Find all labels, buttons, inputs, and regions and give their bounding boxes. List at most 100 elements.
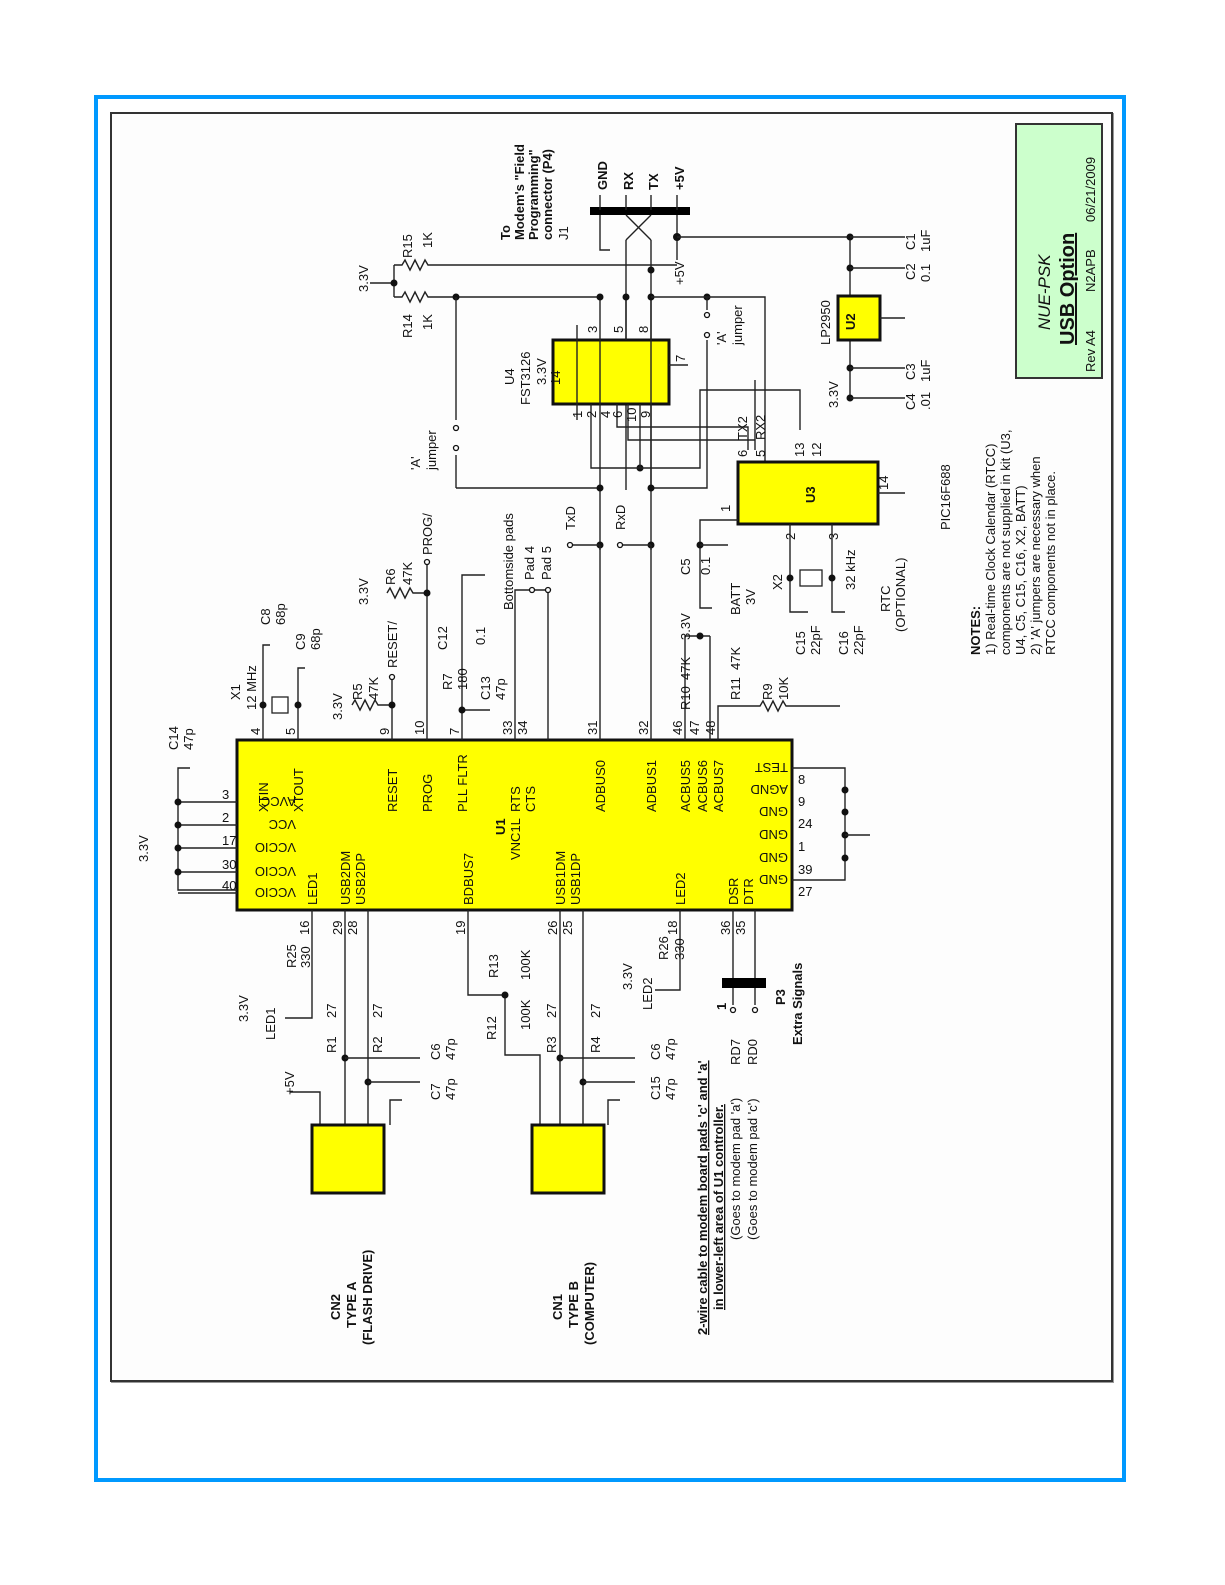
cn1-type: TYPE B [566, 1281, 581, 1328]
u4-ref: U4 [502, 368, 517, 385]
j1-ref: J1 [556, 226, 571, 240]
u1-pin-number: 9 [377, 728, 392, 735]
u3-ref: U3 [803, 486, 818, 503]
u1-pin-number: 19 [453, 921, 468, 935]
r5-ref: R5 [350, 683, 365, 700]
u1-pin-number: 28 [345, 921, 360, 935]
cn2-5v: +5V [282, 1071, 297, 1095]
r15-value: 1K [420, 232, 435, 248]
p3-pin1: 1 [714, 1003, 729, 1010]
u1-pin-name: ACBUS6 [695, 760, 710, 812]
r4-value: 27 [588, 1004, 603, 1018]
usb-section: CN2 TYPE A (FLASH DRIVE) CN1 TYPE B (COM… [236, 910, 805, 1345]
j1-label-line: connector (P4) [540, 149, 555, 240]
c7-ref: C15 [648, 1076, 663, 1100]
txd-net: TxD [563, 506, 578, 530]
u4-pin: 9 [638, 411, 653, 418]
batt-value: 3V [743, 589, 758, 605]
led2-33v: 3.3V [620, 963, 635, 990]
u1-pin-number: 5 [283, 728, 298, 735]
jumper-label: jumper [424, 430, 439, 471]
cable-note-3: (Goes to modem pad 'a') [728, 1098, 743, 1240]
jumper-a-label: 'A' [408, 456, 423, 470]
r14r15-33v: 3.3V [356, 265, 371, 292]
r1-value: 27 [324, 1004, 339, 1018]
c1-label: C1 [903, 233, 918, 250]
r5-value: 47K [366, 677, 381, 700]
u2-33v: 3.3V [826, 381, 841, 408]
r14-value: 1K [420, 314, 435, 330]
u2-ref: U2 [843, 313, 858, 330]
u1-pin-name: ADBUS0 [593, 760, 608, 812]
r6-ref: R6 [383, 568, 398, 585]
batt-ref: BATT [728, 583, 743, 615]
u1-pin-number: 9 [798, 794, 805, 809]
c10-ref: C12 [435, 626, 450, 650]
c9-value: 68p [308, 628, 323, 650]
u4-supply: 3.3V [534, 358, 549, 385]
u3-pin: 3 [826, 533, 841, 540]
u2-part: LP2950 [818, 300, 833, 345]
u4-pin: 1 [570, 411, 585, 418]
u1-pin-number: 29 [330, 921, 345, 935]
c15-ref: C15 [793, 631, 808, 655]
j1-pin-rx: RX [621, 172, 636, 190]
r15-ref: R15 [400, 234, 415, 258]
r25-value: 330 [298, 946, 313, 968]
u1-pin-name: USB1DM [553, 851, 568, 905]
c13-ref: C6 [428, 1043, 443, 1060]
c16-value: 22pF [851, 625, 866, 655]
r13-value: 100K [518, 949, 533, 980]
rd0-label: RD0 [745, 1039, 760, 1065]
u1-pin-number: 35 [733, 921, 748, 935]
u1-pin-number: 2 [222, 810, 229, 825]
cable-note-1: 2-wire cable to modem board pads 'c' and… [695, 1060, 710, 1335]
u1-pin-name: VCCIO [255, 885, 296, 900]
u1-pin-name: USB2DM [338, 851, 353, 905]
c13-value: 47p [443, 1038, 458, 1060]
jumper-label: jumper [730, 305, 745, 346]
u3-pin: 12 [809, 443, 824, 457]
led1-33v: 3.3V [236, 995, 251, 1022]
u1-pin-number: 46 [670, 721, 685, 735]
c3-value: 1uF [918, 360, 933, 382]
u4-pin: 14 [548, 371, 563, 385]
u4-pin: 6 [610, 411, 625, 418]
u1-pin-name: AVCC [261, 794, 296, 809]
r11-ref: R11 [728, 677, 743, 700]
c11-value: 47p [493, 678, 508, 700]
r5-33v: 3.3V [330, 693, 345, 720]
u4-pin: 10 [624, 408, 639, 422]
c5-ref: C5 [678, 558, 693, 575]
u4-pin: 5 [611, 326, 626, 333]
u1-pin-name: VCC [269, 817, 296, 832]
r26-ref: R26 [656, 936, 671, 960]
note-line: RTCC components not in place. [1043, 471, 1058, 655]
c2-value: 0.1 [918, 264, 933, 282]
u1-pin-name: VCCIO [255, 840, 296, 855]
c10-value: 0.1 [473, 627, 488, 645]
cn2-desc: (FLASH DRIVE) [360, 1250, 375, 1345]
c4-value: .01 [918, 392, 933, 410]
controller-u1: U1 VNC1L XTIN4XTOUT5RESET9PROG10PLL FLTR… [178, 721, 812, 935]
c7-value: 47p [663, 1078, 678, 1100]
c16-ref: C16 [836, 631, 851, 655]
u1-pin-number: 24 [798, 816, 812, 831]
u1-pin-number: 8 [798, 772, 805, 787]
r1-ref: R1 [324, 1036, 339, 1053]
u1-pin-name: GND [759, 850, 788, 865]
u1-pin-number: 34 [515, 721, 530, 735]
u1-pin-name: RTS [508, 786, 523, 812]
rtc-optional: (OPTIONAL) [893, 558, 908, 632]
u1-pin-name: CTS [523, 786, 538, 812]
j1-label-line: To [498, 225, 513, 240]
c8-ref: C8 [258, 608, 273, 625]
p3-ref: P3 [773, 989, 788, 1005]
r9-value: 10K [776, 677, 791, 700]
u1-pin-number: 25 [560, 921, 575, 935]
led1-ref: LED1 [263, 1007, 278, 1040]
cn2-label: CN2 [328, 1294, 343, 1320]
u1-pin-number: 47 [687, 721, 702, 735]
prog-net: PROG/ [420, 513, 435, 555]
